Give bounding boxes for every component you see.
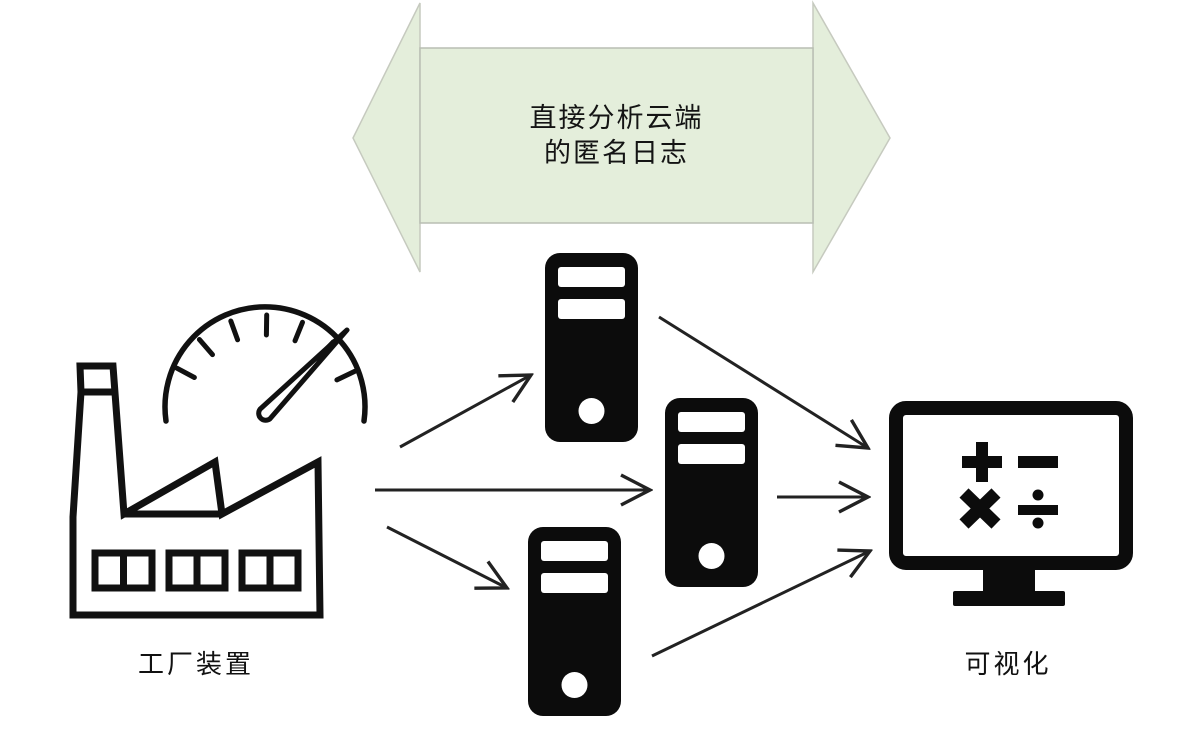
factory-icon [69, 362, 324, 619]
server-icon-bottom [528, 527, 621, 716]
flow-arrows [375, 315, 870, 658]
arrow-server-bottom-to-monitor [651, 551, 870, 658]
factory-label: 工厂装置 [137, 649, 254, 679]
monitor-stand-base [953, 591, 1065, 606]
plus-icon [962, 442, 1002, 482]
divide-icon [1018, 489, 1058, 529]
calculation-monitor-icon [889, 401, 1133, 606]
server-icon-middle [665, 398, 758, 587]
arrow-factory-to-server-bottom [386, 525, 507, 588]
server-icon-top [545, 253, 638, 442]
arrow-factory-to-server-top [399, 375, 531, 449]
factory-windows [91, 549, 302, 592]
double-arrow-body [419, 47, 814, 224]
double-arrow-left-head [352, 2, 421, 273]
banner-caption-line2: 的匿名日志 [544, 138, 689, 168]
multiply-icon [959, 488, 1001, 529]
banner-caption-line1: 直接分析云端 [529, 102, 704, 133]
visualization-label: 可视化 [964, 649, 1052, 679]
double-arrow-right-head [812, 0, 891, 275]
banner-caption: 直接分析云端 的匿名日志 [420, 48, 813, 223]
gauge-icon [162, 304, 368, 424]
gauge-needle [256, 327, 350, 423]
arrow-server-top-to-monitor [658, 315, 868, 448]
monitor-screen [889, 401, 1133, 570]
gauge-arc [162, 304, 368, 424]
double-headed-arrow [352, 0, 891, 275]
